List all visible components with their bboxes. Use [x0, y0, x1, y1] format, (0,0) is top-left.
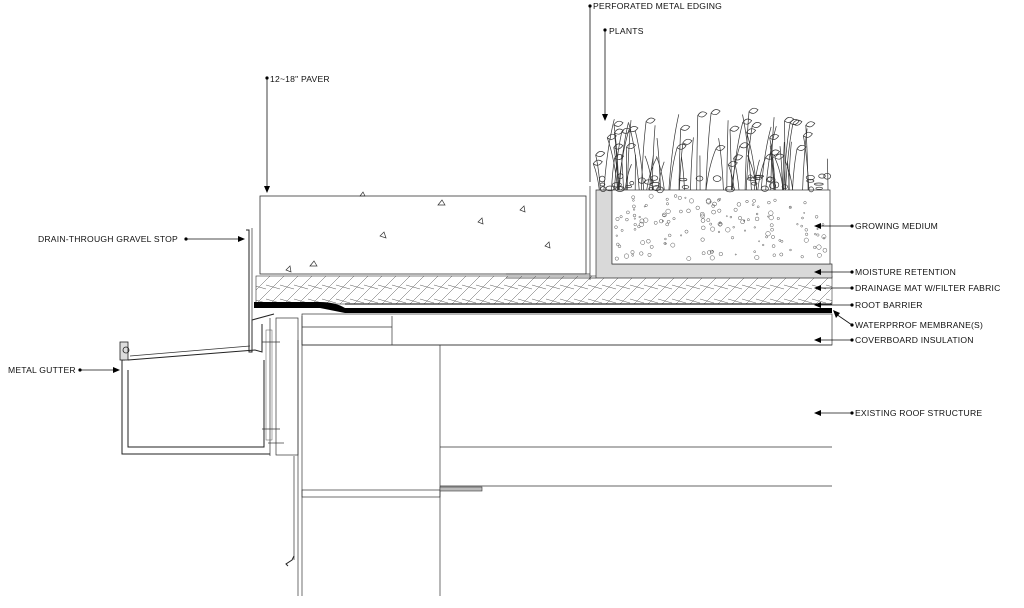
plant-stem [629, 124, 639, 191]
groundcover-leaf [651, 176, 658, 181]
moisture-retention-label: MOISTURE RETENTION [855, 267, 956, 277]
plant-stem [697, 115, 698, 190]
plant-stem [645, 156, 653, 190]
membrane-label: WATERPRROF MEMBRANE(S) [855, 320, 983, 330]
plant-leaf [730, 126, 739, 131]
plant-stem [730, 130, 732, 190]
plant-leaf [677, 144, 686, 149]
plant-leaf [683, 139, 692, 144]
groundcover-leaf [630, 181, 634, 184]
plant-leaf [749, 108, 758, 113]
plant-leaf [596, 151, 605, 156]
groundcover-leaf [679, 178, 687, 181]
plant-leaf [803, 132, 812, 137]
plants-label: PLANTS [609, 26, 644, 36]
groundcover-leaf [713, 176, 721, 182]
drainage-mat [256, 276, 832, 304]
fascia-blocking [270, 318, 298, 566]
plant-leaf [711, 110, 720, 115]
paver [260, 192, 596, 278]
plant-leaf [614, 121, 623, 126]
label-plants: PLANTS [602, 26, 644, 121]
roof-structure-label: EXISTING ROOF STRUCTURE [855, 408, 982, 418]
plant-stem [670, 148, 677, 190]
plant-stem [669, 114, 679, 190]
label-paver: 12~18" PAVER [264, 74, 330, 193]
gravel-stop-label: DRAIN-THROUGH GRAVEL STOP [38, 234, 178, 244]
label-metal-gutter: METAL GUTTER [8, 365, 120, 375]
plant-stem [706, 113, 711, 190]
roof-structure [298, 316, 832, 596]
growing-medium-label: GROWING MEDIUM [855, 221, 938, 231]
plant-stem [734, 158, 739, 190]
drainage-mat-label: DRAINAGE MAT W/FILTER FABRIC [855, 283, 1001, 293]
plant-stem [793, 149, 798, 190]
label-moisture-retention: MOISTURE RETENTION [814, 267, 956, 277]
coverboard-label: COVERBOARD INSULATION [855, 335, 974, 345]
plant-leaf [752, 122, 761, 127]
plant-leaf [785, 117, 794, 122]
plant-stem [593, 164, 599, 190]
perforated-edging-label: PERFORATED METAL EDGING [593, 1, 722, 11]
plant-leaf [806, 122, 815, 127]
groundcover-leaf [814, 183, 823, 185]
metal-gutter-label: METAL GUTTER [8, 365, 76, 375]
plant-leaf [614, 144, 623, 149]
label-gravel-stop: DRAIN-THROUGH GRAVEL STOP [38, 234, 245, 244]
plant-stem [604, 119, 614, 190]
plant-stem [785, 121, 786, 190]
label-growing-medium: GROWING MEDIUM [814, 221, 938, 231]
groundcover-leaf [824, 173, 831, 179]
label-drainage-mat: DRAINAGE MAT W/FILTER FABRIC [814, 283, 1001, 293]
plant-stem [612, 158, 615, 190]
plant-leaf [698, 112, 707, 117]
label-membrane: WATERPRROF MEMBRANE(S) [833, 310, 983, 330]
plant-stem [727, 120, 728, 190]
coverboard-insulation [302, 314, 832, 345]
paver-label: 12~18" PAVER [270, 74, 330, 84]
groundcover-leaf [816, 187, 823, 189]
root-barrier-label: ROOT BARRIER [855, 300, 923, 310]
groundcover-leaf [682, 186, 689, 189]
plant-leaf [646, 118, 655, 123]
groundcover-leaf [599, 176, 605, 182]
growing-medium [612, 190, 830, 264]
plant-stem [827, 159, 828, 190]
label-coverboard: COVERBOARD INSULATION [814, 335, 974, 345]
metal-gutter [120, 324, 284, 454]
plant-leaf [681, 125, 690, 130]
plant-stem [681, 157, 684, 190]
plants [593, 108, 830, 193]
plant-leaf [734, 155, 743, 160]
plant-stem [691, 137, 694, 190]
label-roof-structure: EXISTING ROOF STRUCTURE [814, 408, 982, 418]
